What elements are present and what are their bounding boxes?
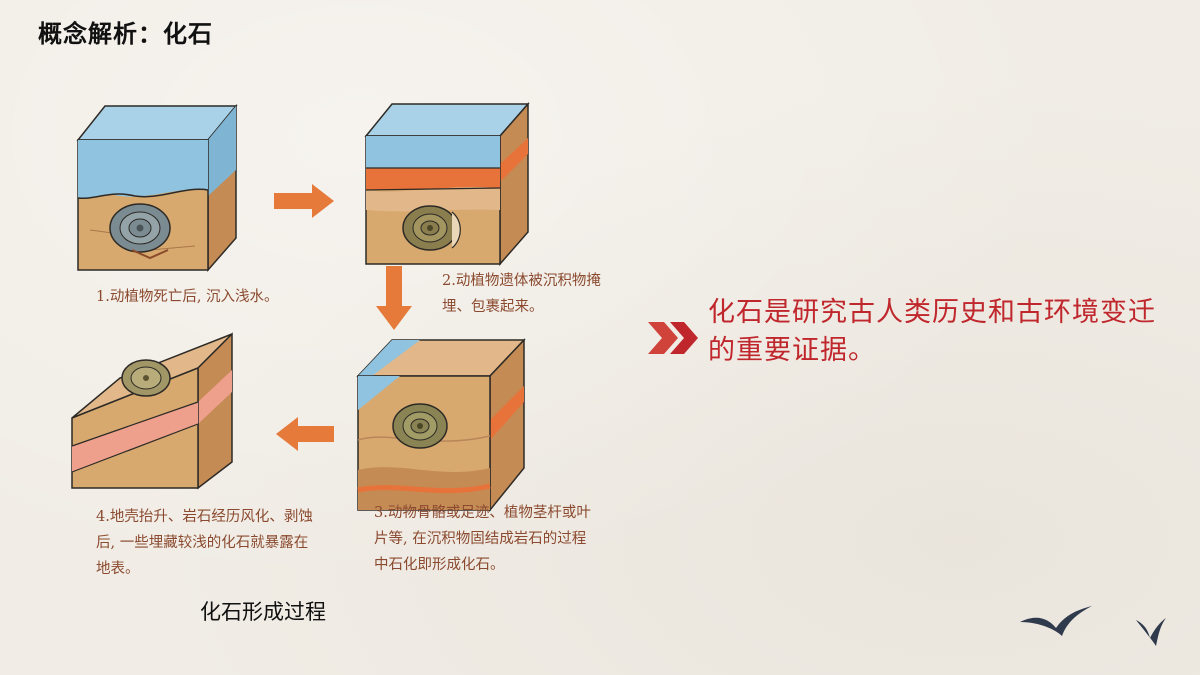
block-2-buried-by-sediment: [364, 102, 530, 266]
arrow-down-icon: [376, 266, 412, 330]
ammonite-icon: [392, 403, 448, 449]
step-3-caption: 3.动物骨骼或足迹、植物茎杆或叶片等, 在沉积物固结成岩石的过程中石化即形成化石…: [374, 505, 591, 573]
slide-title: 概念解析：化石: [38, 20, 213, 48]
diagram-caption: 化石形成过程: [200, 600, 326, 624]
key-statement: 化石是研究古人类历史和古环境变迁的重要证据。: [708, 297, 1156, 366]
block-3-petrification: [356, 338, 526, 513]
step-4-caption: 4.地壳抬升、岩石经历风化、剥蚀后, 一些埋藏较浅的化石就暴露在地表。: [96, 509, 313, 577]
bird-icon: [1136, 618, 1166, 646]
double-chevron-icon: [648, 322, 698, 354]
arrow-left-icon: [276, 417, 334, 451]
step-1-caption: 1.动植物死亡后, 沉入浅水。: [96, 289, 279, 305]
ammonite-icon: [121, 359, 171, 397]
ammonite-icon: [109, 203, 171, 260]
step-2-caption: 2.动植物遗体被沉积物掩埋、包裹起来。: [442, 273, 601, 315]
block-1-dead-organism-in-shallow-water: [76, 103, 238, 272]
ammonite-icon: [402, 205, 461, 251]
block-4-exposed-at-surface: [71, 332, 233, 490]
arrow-right-icon: [274, 184, 334, 218]
bird-icon: [1020, 606, 1092, 636]
